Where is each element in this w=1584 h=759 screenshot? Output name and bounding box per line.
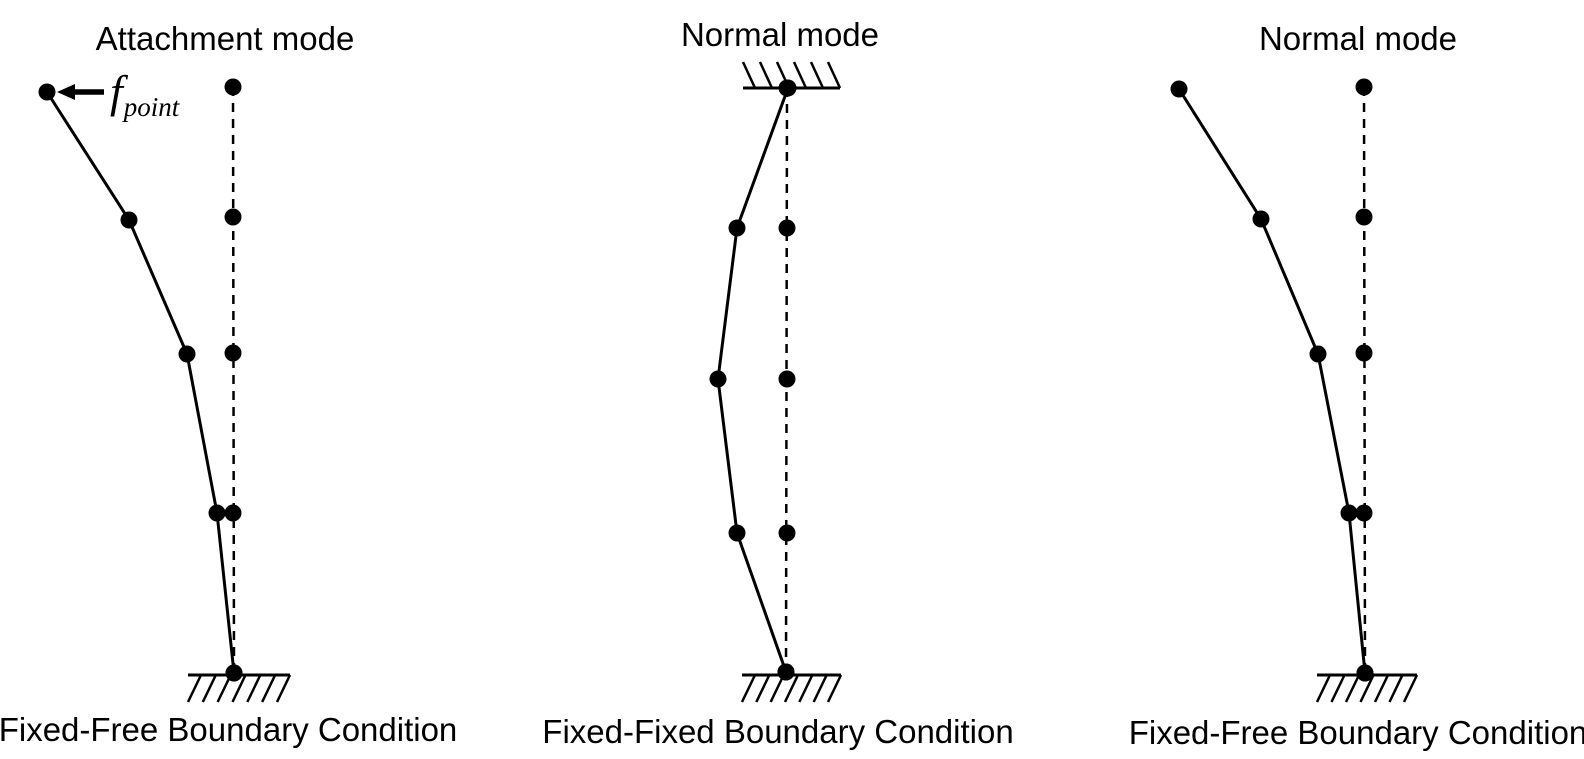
reference-node-dot (778, 524, 796, 542)
beam-polyline (716, 87, 790, 673)
panel-caption: Fixed-Free Boundary Condition (0, 711, 457, 748)
beam-node-dot (728, 219, 746, 237)
hatch-stroke (740, 674, 757, 703)
reference-node-dot (1355, 78, 1373, 96)
hatch-stroke (792, 61, 808, 89)
hatch-stroke (1388, 674, 1404, 703)
hatch-stroke (741, 61, 757, 89)
hatch-stroke (201, 674, 217, 703)
panel-caption: Fixed-Fixed Boundary Condition (542, 713, 1013, 750)
hatch-stroke (809, 61, 825, 89)
panel-normal-mode-fixed-free: Normal mode Fixed-Free Boundary Conditio… (1129, 20, 1584, 751)
hatch-stroke (826, 61, 842, 89)
reference-node-dot (224, 344, 242, 362)
beam-node-dot (1340, 504, 1358, 522)
beam-node-dot (1252, 210, 1270, 228)
reference-line (231, 86, 236, 674)
beam-node-dot (1170, 80, 1188, 98)
beam-node-dot (777, 663, 795, 681)
beam-node-dot (1356, 664, 1374, 682)
reference-node-dot (1355, 208, 1373, 226)
hatch-stroke (783, 674, 800, 703)
reference-node-dot (224, 504, 242, 522)
reference-node-dot (1355, 344, 1373, 362)
panel-caption: Fixed-Free Boundary Condition (1129, 714, 1584, 751)
beam-node-dot (779, 79, 797, 97)
beam-polyline (1177, 88, 1367, 674)
panel-attachment-mode: Attachment mode Fixed-Free Boundary Cond… (0, 20, 457, 748)
hatch-stroke (826, 674, 843, 703)
hatch-stroke (231, 674, 247, 703)
beam-node-dot (208, 504, 226, 522)
normal-mode-fixed-free-drawing (1170, 78, 1419, 703)
hatch-stroke (755, 674, 771, 703)
force-subscript: point (122, 92, 181, 122)
reference-line (1362, 86, 1367, 674)
reference-node-dot (778, 219, 796, 237)
hatch-stroke (216, 674, 232, 703)
hatch-stroke (275, 674, 292, 703)
hatch-stroke (758, 61, 774, 89)
hatch-stroke (798, 674, 814, 703)
hatch-stroke (1359, 674, 1375, 703)
hatch-stroke (812, 674, 828, 703)
beam-node-dot (728, 524, 746, 542)
hatch-stroke (769, 674, 785, 703)
panel-title: Attachment mode (96, 20, 355, 57)
panel-title: Normal mode (1259, 20, 1457, 57)
hatch-stroke (1373, 674, 1390, 703)
beam-node-dot (120, 211, 138, 229)
beam-node-dot (709, 370, 727, 388)
panel-title: Normal mode (681, 16, 879, 53)
reference-node-dot (778, 370, 796, 388)
hatch-stroke (1402, 674, 1419, 703)
beam-polyline (45, 91, 236, 674)
beam-node-dot (225, 664, 243, 682)
normal-mode-fixed-fixed-drawing (709, 61, 843, 703)
force-arrow-head (57, 84, 75, 100)
beam-node-dot (178, 345, 196, 363)
reference-node-dot (224, 208, 242, 226)
beam-node-dot (1309, 345, 1327, 363)
beam-node-dot (38, 83, 56, 101)
reference-node-dot (224, 78, 242, 96)
hatch-stroke (261, 674, 277, 703)
attachment-mode-drawing (38, 78, 292, 703)
hatch-stroke (186, 674, 203, 703)
hatch-stroke (1330, 674, 1346, 703)
force-point-label: fpoint (110, 66, 181, 122)
reference-node-dot (1355, 504, 1373, 522)
panel-normal-mode-fixed-fixed: Normal mode Fixed-Fixed Boundary Conditi… (542, 16, 1013, 750)
hatch-stroke (1344, 674, 1361, 703)
hatch-stroke (246, 674, 262, 703)
hatch-stroke (1315, 674, 1332, 703)
ground-support (740, 673, 843, 703)
